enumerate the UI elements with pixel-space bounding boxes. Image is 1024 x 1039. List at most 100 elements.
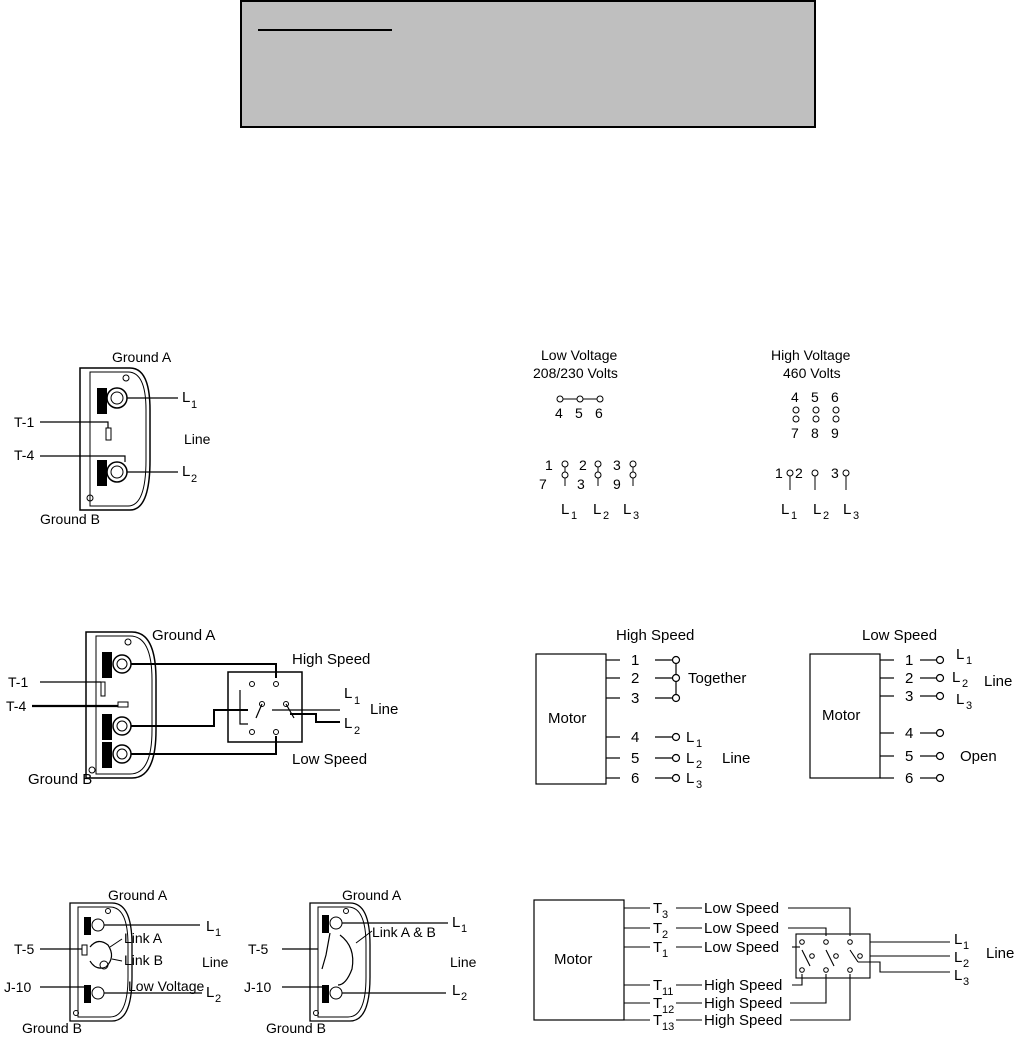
- ground-b-left: Ground B: [22, 1020, 82, 1035]
- ground-a-right: Ground A: [342, 887, 402, 903]
- high-l1: L: [781, 501, 789, 518]
- h-term-1: 1: [631, 652, 639, 669]
- l1-right: L: [452, 914, 460, 931]
- l-term-2: 2: [905, 670, 913, 687]
- lo-l1-sub: 1: [966, 655, 972, 667]
- high-bot-1: 1: [775, 465, 783, 481]
- low-speed-title: Low Speed: [862, 627, 937, 644]
- high-l2: L: [813, 501, 821, 518]
- t11-sub: 11: [662, 986, 673, 998]
- motor-label-high: Motor: [548, 710, 586, 727]
- h-term-4: 4: [631, 729, 639, 746]
- lo-l1: L: [956, 646, 964, 663]
- l1-right-sub: 1: [461, 923, 467, 935]
- l-term-1: 1: [905, 652, 913, 669]
- low-speed-1: Low Speed: [704, 900, 779, 917]
- lo-l3: L: [956, 691, 964, 708]
- ground-a-label: Ground A: [152, 627, 215, 644]
- h-term-5: 5: [631, 750, 639, 767]
- high-speed-label: High Speed: [292, 651, 370, 668]
- low-l2-sub: 2: [603, 510, 609, 522]
- link-ab: Link A & B: [372, 924, 436, 940]
- l1-label: L: [344, 685, 352, 702]
- t1: T: [653, 939, 662, 956]
- low-l1-sub: 1: [571, 510, 577, 522]
- high-top-5: 5: [811, 389, 819, 405]
- high-mid-9: 9: [831, 425, 839, 441]
- h-l1: L: [686, 729, 694, 746]
- l-term-6: 6: [905, 770, 913, 787]
- t4-label: T-4: [6, 698, 26, 714]
- l2-right-sub: 2: [461, 991, 467, 1003]
- line-left: Line: [202, 954, 229, 970]
- high-voltage-title: High Voltage: [771, 347, 851, 363]
- line-label: Line: [184, 431, 211, 447]
- h-term-3: 3: [631, 690, 639, 707]
- l1-sub: 1: [354, 695, 360, 707]
- panel-motor-speed-connections: High Speed Low Speed Motor 1 2 3 4 5 6 T…: [535, 627, 1012, 791]
- line-label: Line: [370, 701, 398, 718]
- low-top-5: 5: [575, 405, 583, 421]
- low-speed-label: Low Speed: [292, 751, 367, 768]
- open-label: Open: [960, 748, 997, 765]
- high-voltage-sub: 460 Volts: [783, 365, 841, 381]
- high-speed-3: High Speed: [704, 1012, 782, 1029]
- low-l3: L: [623, 501, 631, 518]
- j10-right: J-10: [244, 979, 271, 995]
- lo-line-label: Line: [984, 673, 1012, 690]
- l1-label: L: [182, 389, 190, 406]
- t2: T: [653, 920, 662, 937]
- low-l1: L: [561, 501, 569, 518]
- low-bot-1: 1: [545, 457, 553, 473]
- h-term-2: 2: [631, 670, 639, 687]
- l-term-5: 5: [905, 748, 913, 765]
- h-l2-sub: 2: [696, 759, 702, 771]
- low-voltage-title: Low Voltage: [541, 347, 617, 363]
- t5-right: T-5: [248, 941, 268, 957]
- h-l2: L: [686, 750, 694, 767]
- ground-b-label: Ground B: [28, 771, 92, 788]
- ground-a-left: Ground A: [108, 887, 168, 903]
- h-l3-sub: 3: [696, 779, 702, 791]
- line-right: Line: [450, 954, 477, 970]
- t1-sub: 1: [662, 948, 668, 960]
- l2-label: L: [182, 463, 190, 480]
- t12-sub: 12: [662, 1004, 674, 1016]
- l2-sub: 2: [963, 958, 969, 970]
- low-bot-7: 7: [539, 476, 547, 492]
- ground-b-right: Ground B: [266, 1020, 326, 1035]
- high-top-6: 6: [831, 389, 839, 405]
- link-b: Link B: [124, 952, 163, 968]
- j10-left: J-10: [4, 979, 31, 995]
- h-line-label: Line: [722, 750, 750, 767]
- low-bot-3b: 3: [577, 476, 585, 492]
- lo-l3-sub: 3: [966, 700, 972, 712]
- l2: L: [954, 949, 962, 966]
- lo-l2: L: [952, 669, 960, 686]
- t1-label: T-1: [8, 674, 28, 690]
- link-a: Link A: [124, 930, 163, 946]
- h-l3: L: [686, 770, 694, 787]
- panel-voltage-terminals: Low Voltage 208/230 Volts High Voltage 4…: [533, 347, 859, 522]
- motor-label: Motor: [554, 951, 592, 968]
- l1-left: L: [206, 918, 214, 935]
- high-mid-7: 7: [791, 425, 799, 441]
- motor-label-low: Motor: [822, 707, 860, 724]
- t13: T: [653, 1012, 662, 1029]
- ground-a-label: Ground A: [112, 349, 172, 365]
- header-box: [240, 0, 816, 128]
- low-l2: L: [593, 501, 601, 518]
- l2-right: L: [452, 982, 460, 999]
- l3-sub: 3: [963, 976, 969, 988]
- panel-speed-switch: Ground A Ground B T-1 T-4 High Speed Low…: [6, 627, 398, 788]
- high-mid-8: 8: [811, 425, 819, 441]
- low-bot-3: 3: [613, 457, 621, 473]
- low-top-6: 6: [595, 405, 603, 421]
- l3: L: [954, 967, 962, 984]
- high-l2-sub: 2: [823, 510, 829, 522]
- low-bot-2: 2: [579, 457, 587, 473]
- together-label: Together: [688, 670, 746, 687]
- l2-label: L: [344, 715, 352, 732]
- low-voltage-label: Low Voltage: [128, 978, 204, 994]
